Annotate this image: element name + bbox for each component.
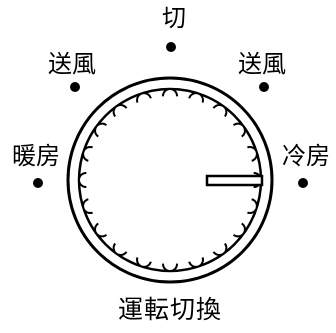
position-dot-cooling (298, 178, 308, 188)
position-label-off: 切 (162, 4, 186, 32)
knob-grip-scallops (78, 88, 262, 272)
position-dot-fan-left (70, 82, 80, 92)
position-dot-off (166, 42, 176, 52)
dial-caption: 運転切換 (118, 295, 222, 324)
position-label-heating: 暖房 (12, 142, 60, 170)
position-dot-fan-right (259, 82, 269, 92)
knob-pointer (205, 174, 264, 187)
rotary-knob[interactable] (66, 76, 274, 284)
knob-face (86, 96, 254, 264)
position-label-fan-right: 送風 (238, 50, 286, 78)
position-label-cooling: 冷房 (282, 142, 330, 170)
position-label-fan-left: 送風 (48, 50, 96, 78)
position-dot-heating (33, 178, 43, 188)
